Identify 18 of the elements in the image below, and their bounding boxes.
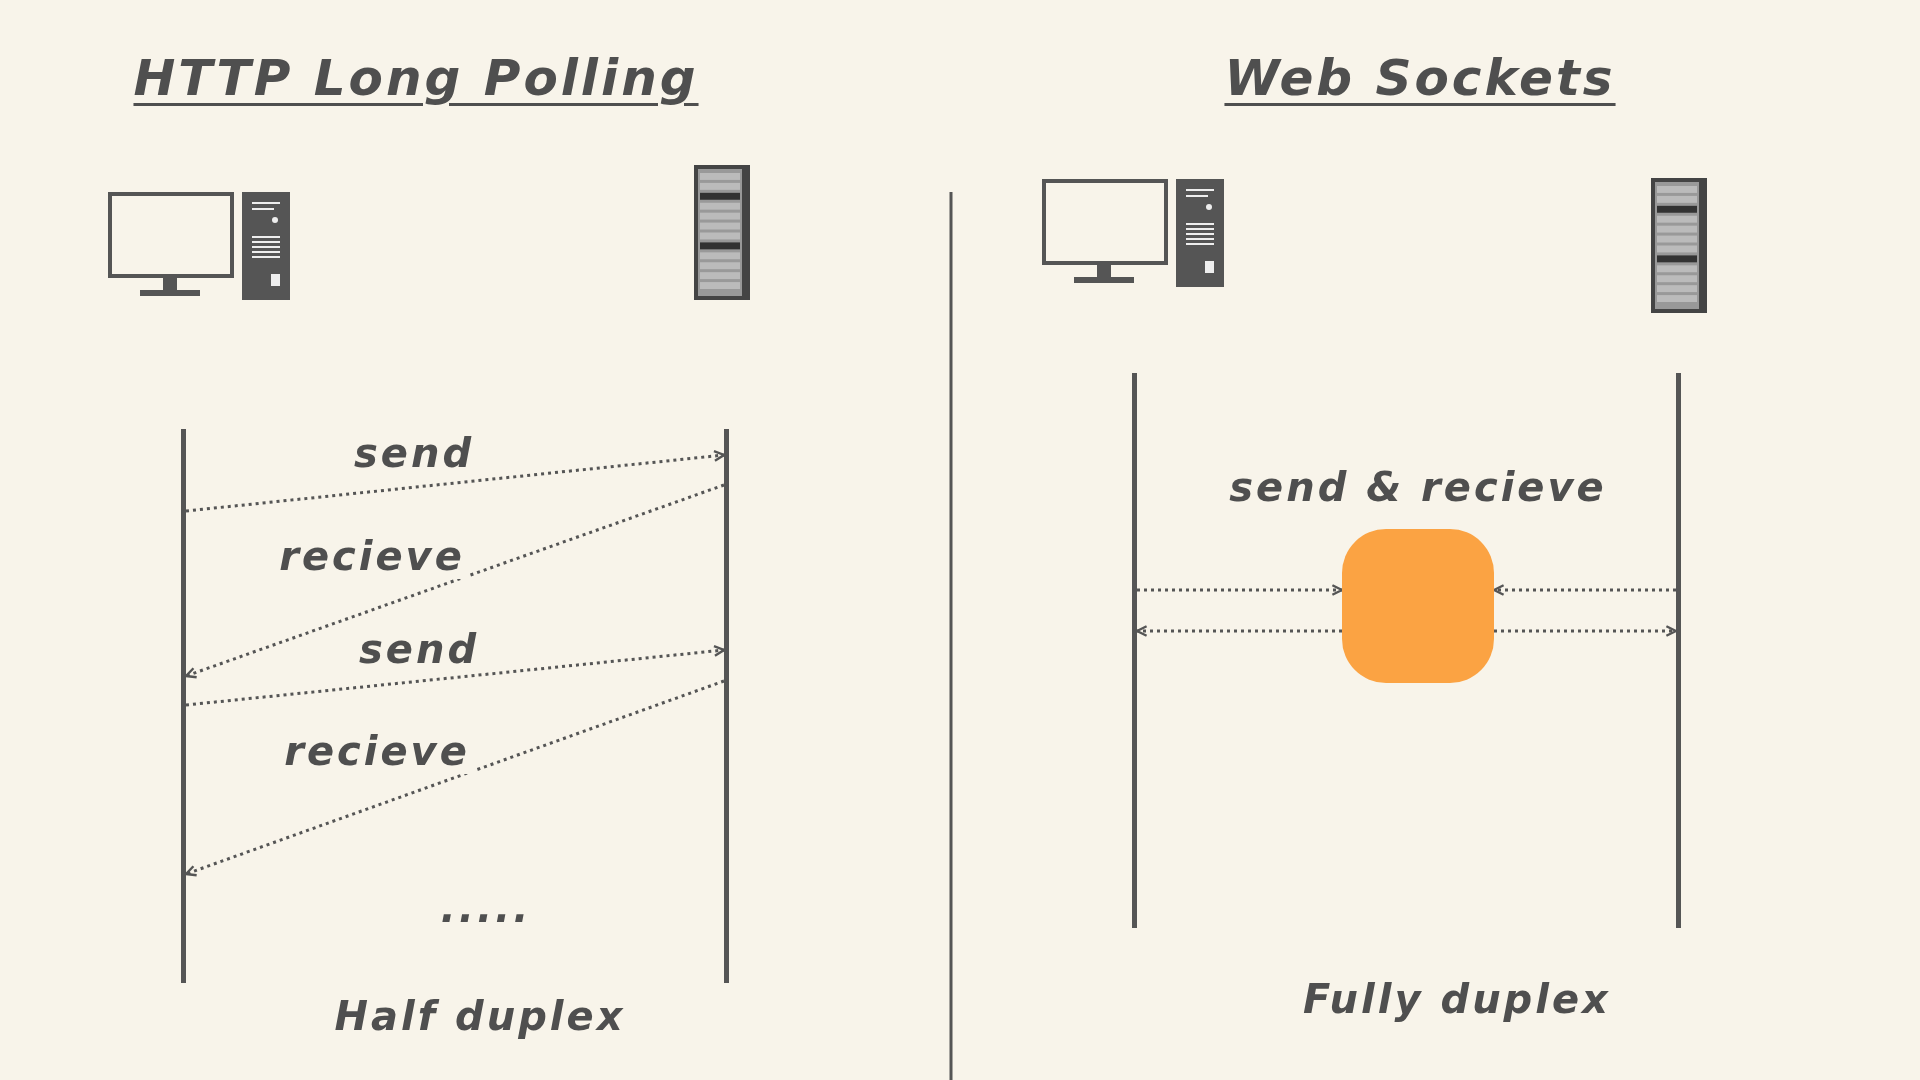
heading: Web Sockets bbox=[1224, 49, 1616, 107]
ellipsis-text: ..... bbox=[440, 885, 532, 931]
dotted-arrow bbox=[1135, 625, 1342, 637]
dotted-arrow bbox=[1494, 625, 1678, 637]
dotted-arrow bbox=[184, 679, 725, 877]
lifeline bbox=[181, 429, 186, 983]
caption-text: Half duplex bbox=[334, 993, 626, 1039]
node-heading: send & recieve bbox=[1229, 464, 1607, 510]
dotted-arrow bbox=[1137, 584, 1344, 596]
dotted-arrow bbox=[185, 450, 726, 513]
heading: HTTP Long Polling bbox=[133, 49, 699, 107]
dotted-arrow bbox=[185, 645, 726, 707]
caption-text: Fully duplex bbox=[1303, 976, 1611, 1022]
lifeline bbox=[1676, 373, 1681, 928]
lifeline bbox=[724, 429, 729, 983]
lifeline bbox=[1132, 373, 1137, 928]
dotted-arrow bbox=[1492, 584, 1676, 596]
dotted-arrow bbox=[184, 483, 725, 679]
